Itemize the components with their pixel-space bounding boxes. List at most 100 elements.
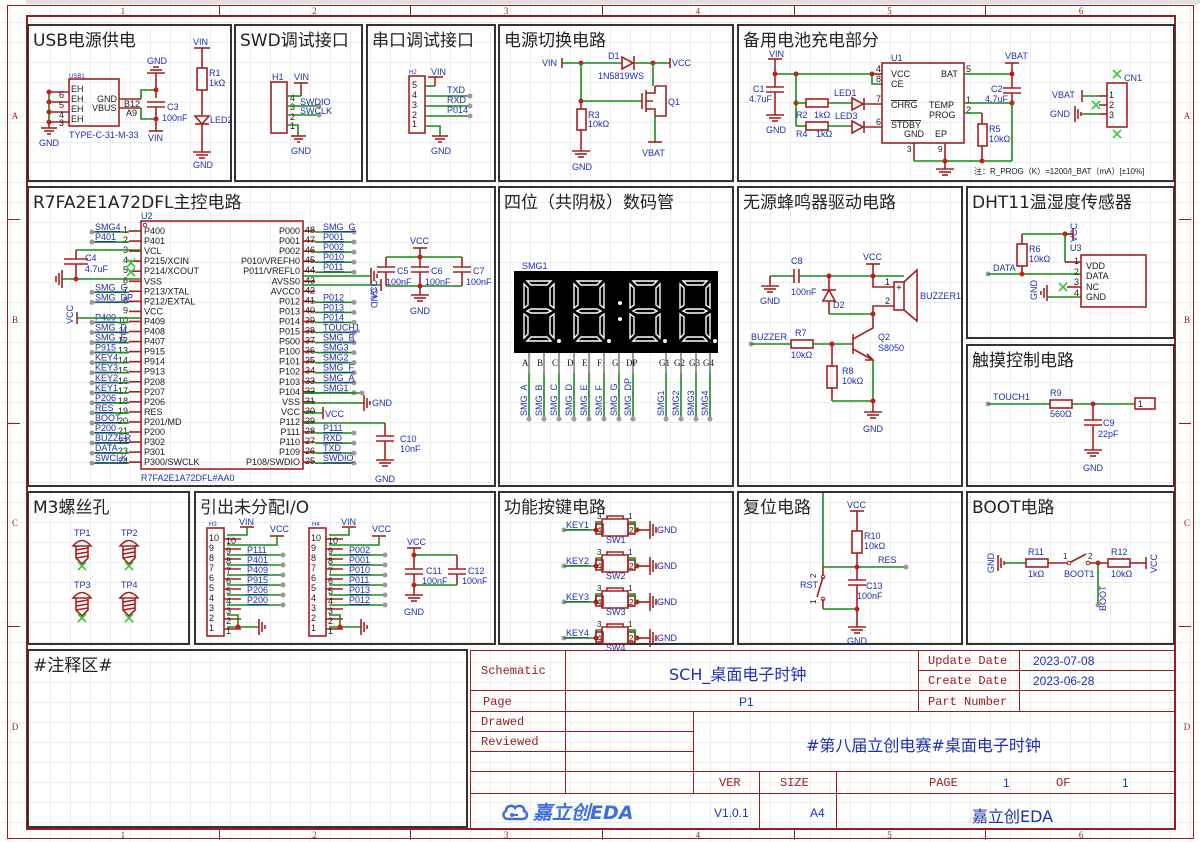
segment (679, 282, 685, 310)
panel-battery-charge[interactable]: 备用电池充电部分 VIN C1 4.7uF GND LED1 LED3 R2 1… (737, 24, 1175, 182)
svg-text:VCC: VCC (65, 304, 75, 324)
svg-text:37: 37 (305, 336, 315, 346)
net-label: SMG2 (323, 353, 349, 363)
zone-row-label: C (11, 518, 18, 529)
svg-text:EH: EH (71, 114, 84, 124)
svg-text:H2: H2 (409, 70, 417, 76)
svg-text:1kΩ: 1kΩ (814, 110, 831, 120)
net-label: P010 (323, 252, 344, 262)
svg-text:LED1: LED1 (834, 88, 857, 98)
segment (631, 308, 659, 314)
segment (705, 282, 711, 310)
of-value: 1 (1122, 776, 1129, 790)
segment (681, 336, 709, 342)
net-label: KEY1 (566, 520, 589, 530)
svg-text:26: 26 (305, 446, 315, 456)
svg-text:P012: P012 (279, 296, 300, 306)
panel-reset[interactable]: 复位电路 VCC R10 10kΩ RES 2 1 RST C13 100nF … (737, 491, 963, 646)
panel-touch[interactable]: 触摸控制电路 TOUCH1 R9 560Ω 1 C9 22pF GND (966, 344, 1175, 487)
net-label: SMG_E (95, 333, 127, 343)
svg-text:P111: P111 (280, 427, 300, 437)
panel-swd[interactable]: SWD调试接口 H1 4 3 2 1 VIN SWDIO SWCLK GND (234, 24, 363, 182)
svg-text:GND: GND (431, 146, 452, 156)
svg-text:10kΩ: 10kΩ (1029, 254, 1051, 264)
panel-power-switch[interactable]: 电源切换电路 VIN D1 VCC 1N5819WS Q1 VBAT R3 10… (498, 24, 734, 182)
svg-text:3: 3 (597, 620, 602, 629)
svg-text:36: 36 (305, 346, 315, 356)
svg-text:VIN: VIN (294, 72, 309, 82)
decimal-point (557, 339, 561, 343)
panel-buzzer[interactable]: 无源蜂鸣器驱动电路 C8 100nF GND D2 VCC 1 2 + BUZZ… (737, 186, 963, 487)
svg-text:Q1: Q1 (668, 97, 680, 107)
zone-divider (8, 626, 20, 628)
gnd-symbol-cn1 (1074, 106, 1082, 122)
net-label: KEY3 (566, 592, 589, 602)
svg-text:DATA: DATA (1086, 271, 1109, 281)
push-button-icon (601, 551, 629, 573)
u3-dht11-sensor (1080, 254, 1147, 308)
svg-text:TP4: TP4 (121, 580, 138, 590)
svg-text:3: 3 (226, 606, 231, 616)
svg-text:22: 22 (118, 436, 128, 446)
svg-text:GND: GND (193, 160, 214, 170)
segment (599, 282, 605, 310)
panel-usb-power[interactable]: USB电源供电 USB1 6 5 4 3 EH EH EH EH GND VBU… (27, 24, 233, 182)
gnd-symbol (1040, 285, 1048, 301)
svg-text:P408: P408 (144, 327, 165, 337)
svg-text:100nF: 100nF (162, 113, 188, 123)
svg-text:GND: GND (863, 424, 884, 434)
net-label: KEY2 (566, 556, 589, 566)
net-label: SMG_A (519, 384, 529, 416)
zone-column-label: 4 (695, 6, 701, 16)
svg-text:GND: GND (657, 633, 678, 643)
svg-text:10kΩ: 10kΩ (791, 350, 813, 360)
panel-dht11[interactable]: DHT11温湿度传感器 VCC R6 10kΩ DATA GND U3 1 2 … (966, 186, 1175, 339)
svg-text:P014: P014 (279, 316, 300, 326)
svg-text:1: 1 (290, 121, 295, 131)
net-label: P013 (323, 302, 344, 312)
screw-hole-icon: TP1 (71, 528, 93, 571)
svg-text:D1: D1 (608, 51, 620, 61)
net-label: P409 (247, 565, 268, 575)
svg-text:7: 7 (328, 566, 333, 576)
svg-text:P208: P208 (144, 377, 165, 387)
svg-text:VCC: VCC (891, 69, 911, 79)
svg-text:6: 6 (226, 576, 231, 586)
net-label: SMG1 (656, 390, 666, 416)
svg-text:2: 2 (226, 616, 231, 626)
of-label: OF (1056, 776, 1071, 790)
uart-header-circuit: H2 5 4 3 2 1 VIN TXD RXD P014 GND (408, 67, 473, 156)
svg-text:P200: P200 (144, 427, 165, 437)
svg-text:C2: C2 (991, 84, 1003, 94)
panel-boot[interactable]: BOOT电路 GND R11 1kΩ 1 2 BOOT1 R12 10kΩ VC… (966, 491, 1175, 645)
gnd-symbol (761, 285, 779, 293)
svg-text:100nF: 100nF (422, 576, 448, 586)
panel-uart[interactable]: 串口调试接口 H2 5 4 3 2 1 VIN TXD RXD P014 GND (366, 24, 496, 182)
svg-text:SMG1: SMG1 (522, 261, 548, 271)
zone-column-label: 5 (887, 830, 892, 840)
svg-text:CE: CE (891, 79, 904, 89)
zone-divider (793, 5, 795, 15)
net-label: P206 (247, 585, 268, 595)
r5-resistor (977, 123, 988, 147)
ver-value: V1.0.1 (714, 806, 749, 820)
svg-text:5: 5 (209, 583, 214, 593)
net-label: KEY3 (95, 363, 118, 373)
segment (523, 312, 529, 340)
panel-notes[interactable]: #注释区# (27, 649, 468, 828)
net-label: SMG_A (323, 373, 355, 383)
